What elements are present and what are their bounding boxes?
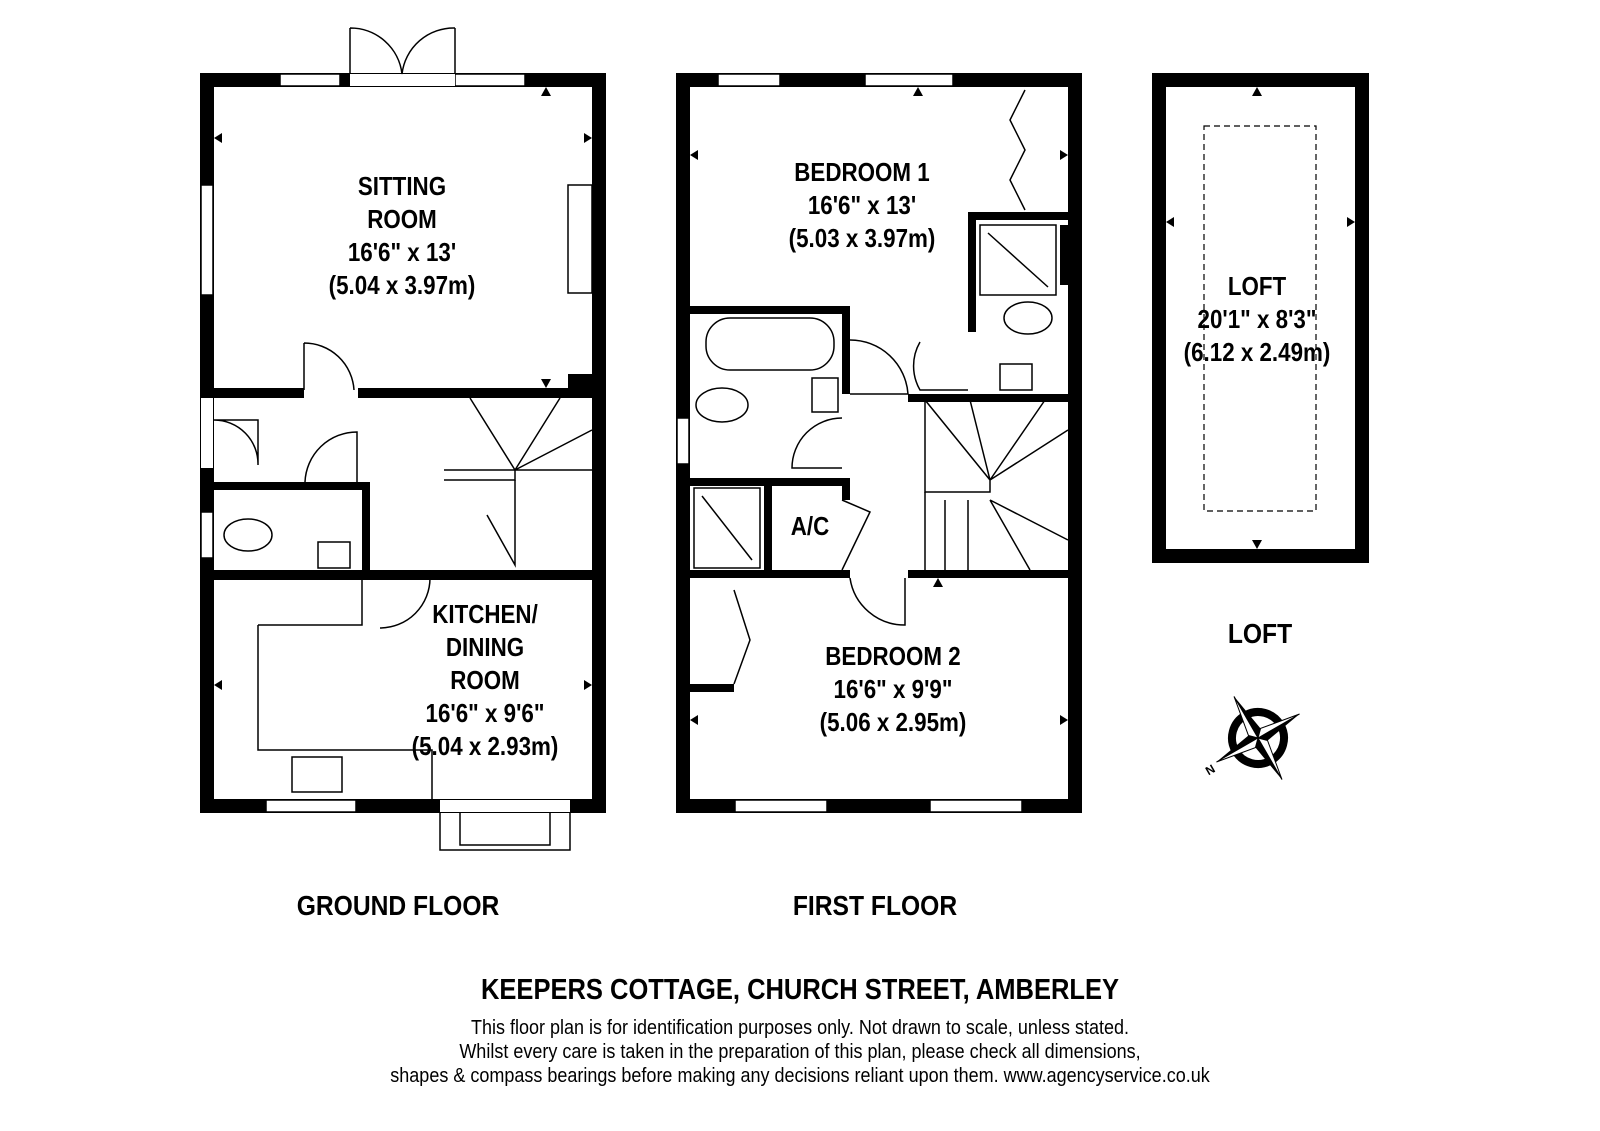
loft-outline (1152, 73, 1369, 563)
disclaimer-line: shapes & compass bearings before making … (390, 1065, 1210, 1087)
room-dimensions-metric: (6.12 x 2.49m) (1183, 337, 1331, 367)
disclaimer-line: Whilst every care is taken in the prepar… (459, 1041, 1141, 1063)
dimension-arrows (214, 87, 1355, 725)
disclaimer: This floor plan is for identification pu… (390, 1016, 1209, 1088)
ground-floor-openings (200, 73, 570, 813)
loft-room-label: LOFT 20'1" x 8'3" (6.12 x 2.49m) (1184, 270, 1331, 369)
room-dimensions-metric: (5.03 x 3.97m) (788, 223, 936, 253)
ground-floor-fixtures (213, 27, 593, 851)
compass-icon (1216, 696, 1300, 780)
room-dimensions-imperial: 16'6" x 9'6" (425, 698, 545, 728)
room-name: LOFT (1227, 271, 1287, 301)
compass-north-letter: N (1203, 762, 1218, 778)
room-dimensions-imperial: 16'6" x 13' (347, 237, 457, 267)
airing-cupboard-label: A/C (791, 510, 830, 543)
ground-floor-title: GROUND FLOOR (296, 890, 500, 921)
room-name: BEDROOM 2 (825, 641, 961, 671)
room-dimensions-imperial: 20'1" x 8'3" (1197, 304, 1317, 334)
property-address-title: KEEPERS COTTAGE, CHURCH STREET, AMBERLEY (480, 974, 1120, 1006)
room-name: BEDROOM 1 (794, 157, 930, 187)
room-dimensions-imperial: 16'6" x 9'9" (833, 674, 953, 704)
bedroom-2-label: BEDROOM 2 16'6" x 9'9" (5.06 x 2.95m) (820, 640, 967, 739)
sitting-room-label: SITTING ROOM 16'6" x 13' (5.04 x 3.97m) (329, 170, 476, 302)
room-name: A/C (790, 511, 830, 541)
loft-floor-title: LOFT (1227, 618, 1293, 649)
room-name: SITTING (357, 171, 447, 201)
room-dimensions-metric: (5.04 x 3.97m) (328, 270, 476, 300)
disclaimer-line: This floor plan is for identification pu… (470, 1017, 1129, 1039)
first-floor-fixtures (693, 89, 1069, 685)
room-dimensions-metric: (5.06 x 2.95m) (819, 707, 967, 737)
room-name: ROOM (450, 665, 520, 695)
room-dimensions-metric: (5.04 x 2.93m) (411, 731, 559, 761)
room-dimensions-imperial: 16'6" x 13' (807, 190, 917, 220)
bedroom-1-label: BEDROOM 1 16'6" x 13' (5.03 x 3.97m) (789, 156, 936, 255)
first-floor-openings (676, 73, 1023, 813)
room-name: DINING (445, 632, 525, 662)
room-name: ROOM (367, 204, 437, 234)
first-floor-title: FIRST FLOOR (792, 890, 958, 921)
kitchen-dining-label: KITCHEN/ DINING ROOM 16'6" x 9'6" (5.04 … (412, 598, 559, 763)
room-name: KITCHEN/ (432, 599, 538, 629)
